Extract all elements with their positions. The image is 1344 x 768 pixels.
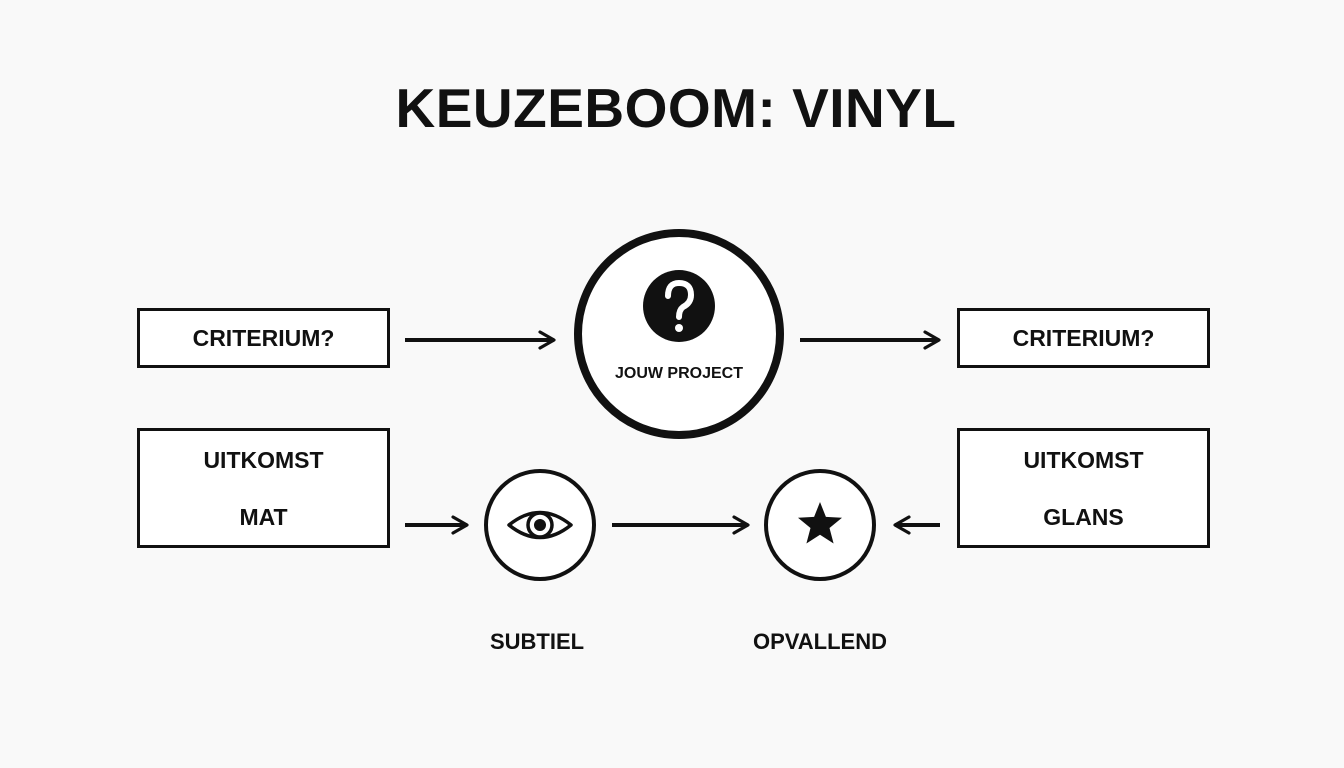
- outcome-box-mat[interactable]: UITKOMST MAT: [137, 428, 390, 548]
- question-mark-icon: [643, 270, 715, 342]
- outcome-heading: UITKOMST: [1023, 447, 1144, 473]
- eye-icon: [507, 510, 573, 540]
- page-title: KEUZEBOOM: VINYL: [395, 77, 957, 139]
- center-project-label: JOUW PROJECT: [614, 365, 743, 382]
- striking-caption: OPVALLEND: [752, 629, 888, 654]
- outcome-value: MAT: [239, 504, 288, 530]
- striking-node[interactable]: [764, 469, 876, 581]
- subtle-caption: SUBTIEL: [489, 629, 585, 654]
- outcome-value: GLANS: [1043, 504, 1124, 530]
- star-icon: [798, 502, 842, 544]
- criterium-box-right[interactable]: CRITERIUM?: [957, 308, 1210, 368]
- criterium-box-left[interactable]: CRITERIUM?: [137, 308, 390, 368]
- center-project-node[interactable]: [574, 229, 784, 439]
- subtle-node[interactable]: [484, 469, 596, 581]
- outcome-heading: UITKOMST: [203, 447, 324, 473]
- outcome-box-glans[interactable]: UITKOMST GLANS: [957, 428, 1210, 548]
